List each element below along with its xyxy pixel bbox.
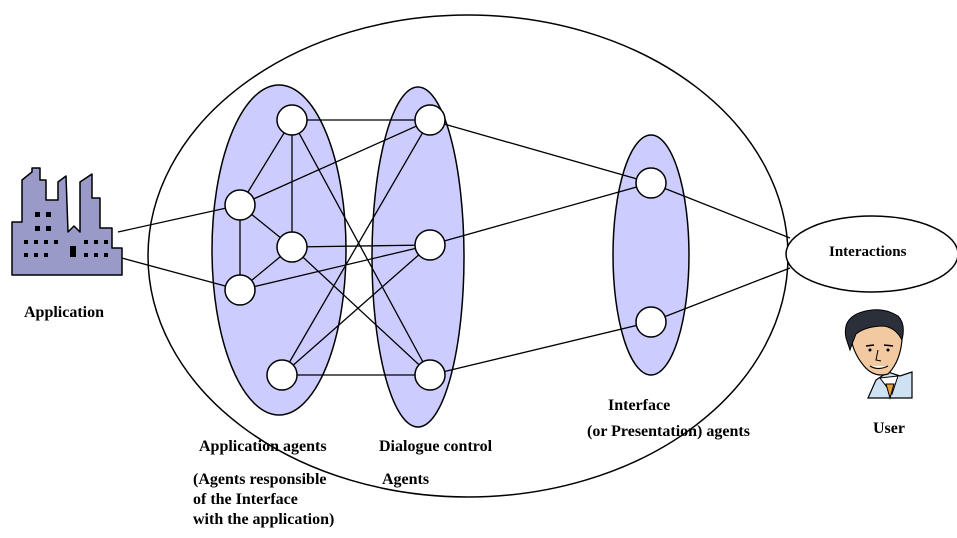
app-agent-node <box>276 231 308 263</box>
interface-agents-label-line1: Interface <box>608 397 671 414</box>
interface-agent-node <box>635 167 667 199</box>
factory-icon <box>11 167 123 276</box>
user-label: User <box>873 420 905 437</box>
link-a5-d2 <box>281 244 431 376</box>
application-agents-note-line1: (Agents responsible <box>193 471 327 488</box>
link-a1-d3 <box>291 119 431 376</box>
link-a3-d2 <box>291 244 431 248</box>
agent-nodes <box>224 104 667 391</box>
dialogue-control-label: Dialogue control <box>379 438 493 455</box>
link-application-a4 <box>117 256 241 291</box>
link-a3-d3 <box>291 246 431 376</box>
link-d3-i2 <box>429 321 652 376</box>
link-application-a2 <box>117 204 241 233</box>
link-d2-i1 <box>429 182 652 246</box>
dialogue-agent-node <box>414 104 446 136</box>
app-agent-node <box>266 359 298 391</box>
application-agents-note-line3: with the application) <box>193 511 335 528</box>
dialogue-agents-label: Agents <box>382 471 430 488</box>
application-label: Application <box>24 304 105 321</box>
link-i1-interactions <box>650 182 791 239</box>
app-agent-node <box>276 104 308 136</box>
link-a1-a2 <box>239 119 293 206</box>
link-a4-d2-a <box>239 244 431 291</box>
application-agents-note-line2: of the Interface <box>193 491 298 508</box>
interface-agents-label-line2: (or Presentation) agents <box>587 423 750 440</box>
link-i2-interactions <box>650 267 791 323</box>
connections <box>117 119 791 376</box>
interactions-label: Interactions <box>829 244 907 260</box>
application-agents-label: Application agents <box>199 438 327 455</box>
link-a2-d1 <box>239 119 431 206</box>
link-d1-i1 <box>429 119 652 184</box>
dialogue-agent-node <box>414 229 446 261</box>
app-agent-node <box>224 274 256 306</box>
link-a5-d1 <box>281 119 431 376</box>
dialogue-agent-node <box>414 359 446 391</box>
app-agent-node <box>224 189 256 221</box>
man-portrait-icon <box>844 309 913 400</box>
interactions-ellipse <box>785 215 957 293</box>
interface-agent-node <box>635 306 667 338</box>
